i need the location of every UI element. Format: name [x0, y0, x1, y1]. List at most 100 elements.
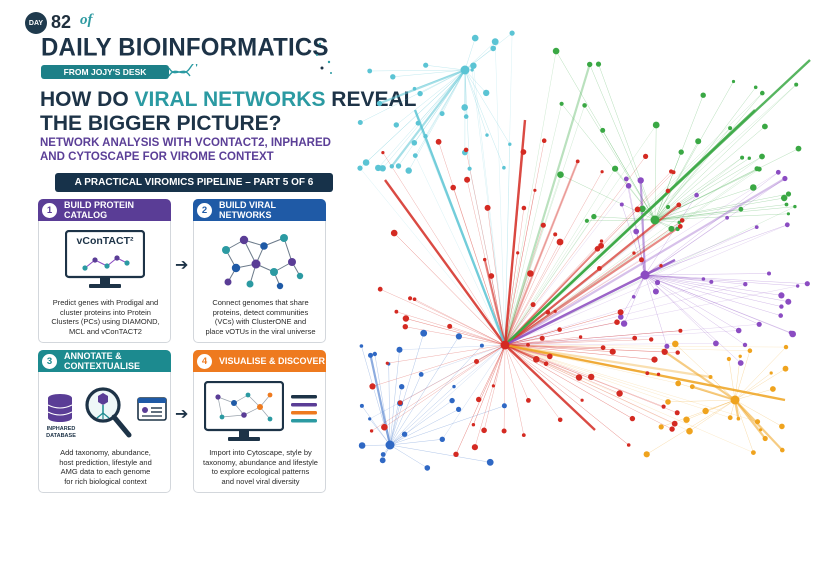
network-edge — [405, 326, 506, 346]
network-edge — [372, 344, 506, 387]
network-edge — [380, 289, 506, 346]
network-node — [393, 122, 399, 128]
network-node — [671, 420, 678, 427]
network-node — [779, 423, 785, 430]
network-edge — [504, 329, 560, 346]
network-node — [516, 251, 520, 255]
network-edge — [361, 405, 391, 446]
id-card-icon — [137, 397, 167, 421]
network-node — [423, 62, 429, 68]
network-node — [491, 384, 495, 388]
network-graph-icon — [222, 234, 304, 290]
network-edge — [644, 274, 781, 316]
network-node — [483, 257, 487, 262]
network-node — [751, 450, 756, 455]
network-node — [600, 170, 604, 174]
network-edge — [388, 363, 391, 446]
network-node — [737, 360, 744, 366]
network-node — [738, 354, 742, 358]
step-2-card: 2 BUILD VIRAL NETWORKS Connect genomes t… — [193, 199, 326, 343]
network-node — [654, 279, 661, 286]
network-node — [359, 403, 364, 408]
network-edge — [473, 65, 506, 346]
dna-icon — [168, 64, 198, 77]
network-edge — [504, 344, 655, 360]
network-node — [390, 229, 398, 237]
network-node — [390, 74, 396, 80]
network-node — [762, 123, 768, 130]
network-node — [778, 313, 783, 318]
network-edge — [474, 344, 506, 448]
network-node — [778, 292, 785, 299]
network-node — [785, 298, 792, 305]
network-node — [754, 419, 761, 425]
network-node — [455, 333, 462, 340]
network-edge — [389, 336, 460, 446]
network-node — [629, 415, 636, 422]
pipeline-label: A PRACTICAL VIROMICS PIPELINE – PART 5 O… — [55, 173, 333, 192]
network-edge — [504, 51, 557, 346]
network-edge — [473, 344, 506, 425]
network-node — [533, 188, 537, 192]
network-node — [521, 433, 526, 437]
network-edge — [589, 64, 656, 221]
magnifier-virus-icon — [85, 387, 132, 438]
network-node — [736, 416, 741, 421]
network-edge — [504, 329, 560, 346]
network-node — [557, 327, 562, 332]
network-node — [521, 205, 527, 211]
network-edge — [504, 284, 746, 346]
network-hub-node — [650, 215, 660, 225]
network-node — [439, 436, 445, 442]
network-node — [541, 138, 547, 143]
day-number: 82 — [51, 12, 72, 32]
network-edge — [504, 273, 531, 346]
step-1-number: 1 — [42, 202, 57, 218]
network-edge — [734, 368, 786, 401]
network-edge — [464, 41, 496, 71]
network-node — [631, 295, 636, 299]
network-node — [793, 204, 797, 209]
network-edge — [654, 127, 731, 221]
network-node — [449, 397, 455, 404]
network-node — [783, 344, 789, 350]
network-edge — [476, 344, 506, 362]
network-node — [486, 458, 494, 466]
network-edge — [504, 103, 562, 346]
network-node — [588, 373, 595, 381]
network-edge — [504, 344, 678, 353]
network-node — [672, 340, 679, 348]
network-edge — [654, 81, 734, 221]
network-edge — [389, 333, 424, 446]
network-edge — [382, 69, 466, 169]
network-node — [412, 86, 417, 91]
network-edge — [405, 318, 506, 346]
network-node — [520, 149, 527, 155]
network-node — [782, 365, 789, 372]
network-node — [474, 359, 479, 364]
network-edge — [504, 344, 592, 378]
network-node — [362, 159, 370, 166]
network-node — [485, 133, 489, 137]
network-edge — [623, 274, 646, 324]
network-node — [713, 340, 719, 347]
network-edge — [504, 343, 716, 346]
arrow-right-icon: ➔ — [175, 406, 189, 423]
network-node — [463, 147, 469, 153]
network-edge — [504, 344, 580, 378]
network-node — [731, 79, 736, 84]
network-strong-edge — [503, 119, 527, 346]
network-edge — [644, 274, 782, 296]
network-hub-node — [730, 395, 740, 405]
network-node — [408, 296, 413, 301]
network-node — [411, 140, 418, 146]
network-node — [417, 90, 423, 97]
network-edge — [504, 224, 788, 346]
network-node — [677, 220, 681, 224]
network-node — [530, 302, 536, 308]
network-hub-node — [500, 340, 510, 350]
step-1-header: 1 BUILD PROTEIN CATALOG — [38, 199, 171, 221]
network-node — [591, 213, 597, 220]
network-edge — [639, 180, 647, 276]
